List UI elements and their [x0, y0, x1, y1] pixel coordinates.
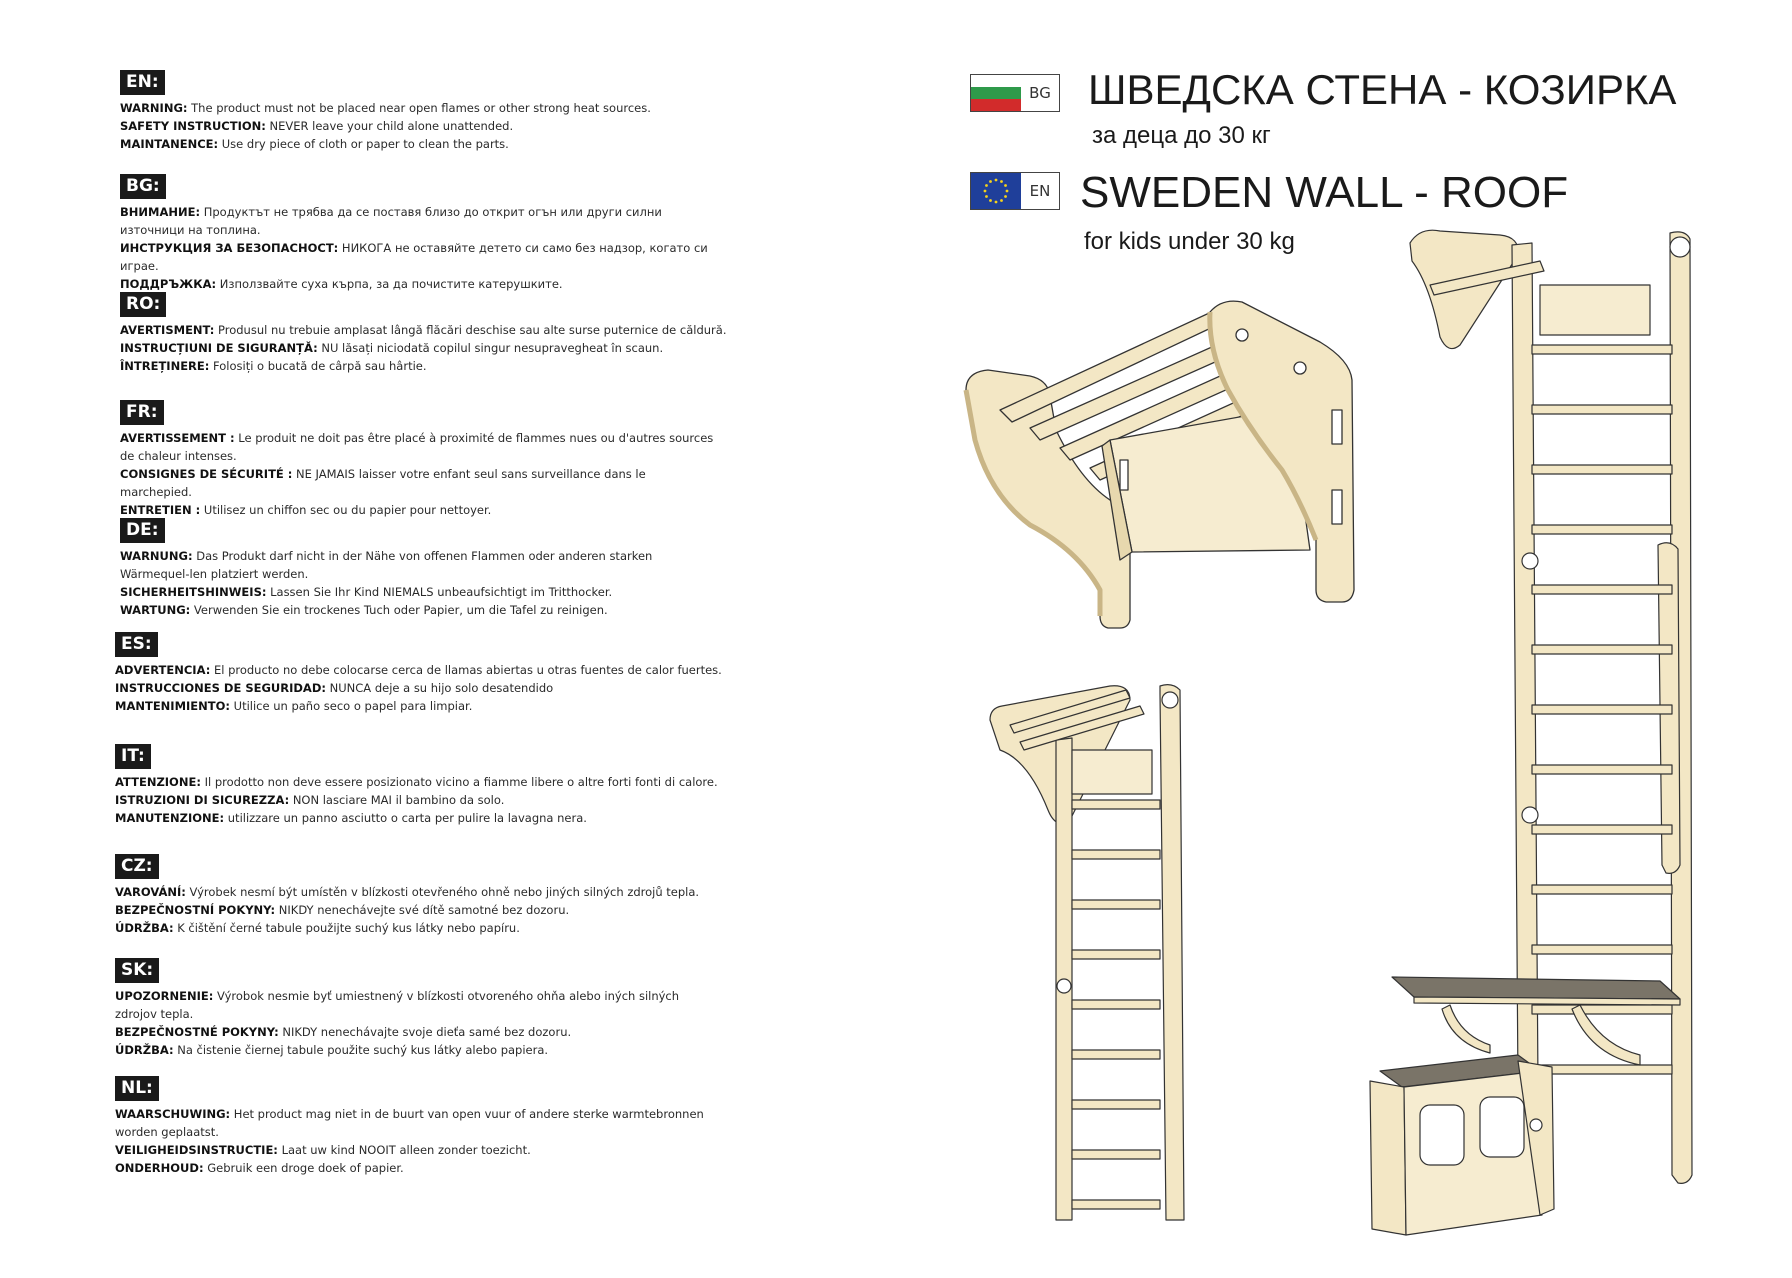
eu-stars-icon	[983, 178, 1009, 204]
section-line: ÚDRŽBA: K čištění černé tabule použijte …	[115, 921, 520, 935]
section-ro: RO: AVERTISMENT: Produsul nu trebuie amp…	[120, 292, 760, 375]
section-line: ВНИМАНИЕ: Продуктът не трябва да се пост…	[120, 205, 662, 237]
eu-star	[994, 200, 998, 204]
section-line: ÎNTREȚINERE: Folosiți o bucată de cârpă …	[120, 359, 427, 373]
section-line: MANUTENZIONE: utilizzare un panno asciut…	[115, 811, 587, 825]
small-wall-illustration	[989, 684, 1185, 1221]
lang-badge-nl: NL:	[115, 1076, 159, 1101]
section-line: MANTENIMIENTO: Utilice un paño seco o pa…	[115, 699, 473, 713]
section-line: ATTENZIONE: Il prodotto non deve essere …	[115, 775, 718, 789]
section-nl: NL: WAARSCHUWING: Het product mag niet i…	[115, 1076, 715, 1177]
section-line: ADVERTENCIA: El producto no debe colocar…	[115, 663, 722, 677]
section-line: BEZPEČNOSTNÉ POKYNY: NIKDY nenechávajte …	[115, 1025, 572, 1039]
section-es: ES: ADVERTENCIA: El producto no debe col…	[115, 632, 755, 715]
eu-star	[985, 184, 988, 187]
section-line: SAFETY INSTRUCTION: NEVER leave your chi…	[120, 119, 514, 133]
title-bg: ШВЕДСКА СТЕНА - КОЗИРКА	[1088, 66, 1677, 113]
section-line: VAROVÁNÍ: Výrobek nesmí být umístěn v bl…	[115, 885, 700, 899]
eu-star	[1004, 195, 1007, 198]
subtitle-en: for kids under 30 kg	[1084, 228, 1295, 255]
subtitle-bg: за деца до 30 кг	[1092, 122, 1271, 149]
lang-badge-en: EN:	[120, 70, 165, 95]
eu-star	[994, 178, 998, 182]
eu-star	[989, 180, 992, 183]
safety-text-column: EN: WARNING: The product must not be pla…	[0, 0, 760, 1278]
section-line: WARNING: The product must not be placed …	[120, 101, 651, 115]
section-de: DE: WARNUNG: Das Produkt darf nicht in d…	[120, 518, 720, 619]
lang-badge-de: DE:	[120, 518, 165, 543]
section-line: WAARSCHUWING: Het product mag niet in de…	[115, 1107, 704, 1139]
eu-star	[983, 189, 987, 193]
section-line: ПОДДРЪЖКА: Използвайте суха кърпа, за да…	[120, 277, 563, 291]
section-line: ÚDRŽBA: Na čistenie čiernej tabule použi…	[115, 1043, 549, 1057]
lang-badge-bg: BG:	[120, 174, 166, 199]
eu-star	[1000, 180, 1003, 183]
section-line: SICHERHEITSHINWEIS: Lassen Sie Ihr Kind …	[120, 585, 613, 599]
section-line: INSTRUCȚIUNI DE SIGURANȚĂ: NU lăsați nic…	[120, 341, 664, 355]
eu-star	[1004, 184, 1007, 187]
lang-badge-es: ES:	[115, 632, 158, 657]
section-cz: CZ: VAROVÁNÍ: Výrobek nesmí být umístěn …	[115, 854, 755, 937]
section-line: WARNUNG: Das Produkt darf nicht in der N…	[120, 549, 653, 581]
lang-badge-it: IT:	[115, 744, 151, 769]
section-bg: BG: ВНИМАНИЕ: Продуктът не трябва да се …	[120, 174, 720, 293]
section-en: EN: WARNING: The product must not be pla…	[120, 70, 760, 153]
lang-badge-ro: RO:	[120, 292, 167, 317]
section-line: ENTRETIEN : Utilisez un chiffon sec ou d…	[120, 503, 492, 517]
eu-flag-code: EN	[1029, 182, 1051, 200]
bg-flag-code: BG	[1029, 84, 1051, 102]
section-fr: FR: AVERTISSEMENT : Le produit ne doit p…	[120, 400, 720, 519]
title-en: SWEDEN WALL - ROOF	[1080, 168, 1569, 217]
lang-badge-sk: SK:	[115, 958, 160, 983]
section-line: VEILIGHEIDSINSTRUCTIE: Laat uw kind NOOI…	[115, 1143, 531, 1157]
section-sk: SK: UPOZORNENIE: Výrobok nesmie byť umie…	[115, 958, 715, 1059]
full-wall-with-table-illustration	[1369, 229, 1693, 1236]
section-line: MAINTANENCE: Use dry piece of cloth or p…	[120, 137, 509, 151]
section-line: ONDERHOUD: Gebruik een droge doek of pap…	[115, 1161, 404, 1175]
eu-star	[985, 195, 988, 198]
section-line: CONSIGNES DE SÉCURITÉ : NE JAMAIS laisse…	[120, 467, 646, 499]
section-line: AVERTISSEMENT : Le produit ne doit pas ê…	[120, 431, 714, 463]
section-it: IT: ATTENZIONE: Il prodotto non deve ess…	[115, 744, 755, 827]
eu-star	[989, 199, 992, 202]
lang-badge-fr: FR:	[120, 400, 164, 425]
eu-flag-icon: EN	[970, 172, 1060, 210]
eu-star	[1005, 189, 1009, 193]
section-line: ИНСТРУКЦИЯ ЗА БЕЗОПАСНОСТ: НИКОГА не ост…	[120, 241, 708, 273]
section-line: WARTUNG: Verwenden Sie ein trockenes Tuc…	[120, 603, 608, 617]
product-panel: BG ШВЕДСКА СТЕНА - КОЗИРКА за деца до 30…	[960, 0, 1792, 1278]
eu-star	[1000, 199, 1003, 202]
section-line: INSTRUCCIONES DE SEGURIDAD: NUNCA deje a…	[115, 681, 554, 695]
section-line: AVERTISMENT: Produsul nu trebuie amplasa…	[120, 323, 727, 337]
section-line: BEZPEČNOSTNÍ POKYNY: NIKDY nenechávejte …	[115, 903, 570, 917]
section-line: UPOZORNENIE: Výrobok nesmie byť umiestne…	[115, 989, 680, 1021]
section-line: ISTRUZIONI DI SICUREZZA: NON lasciare MA…	[115, 793, 505, 807]
roof-module-illustration	[963, 300, 1355, 629]
bg-flag-icon: BG	[970, 74, 1060, 112]
lang-badge-cz: CZ:	[115, 854, 159, 879]
